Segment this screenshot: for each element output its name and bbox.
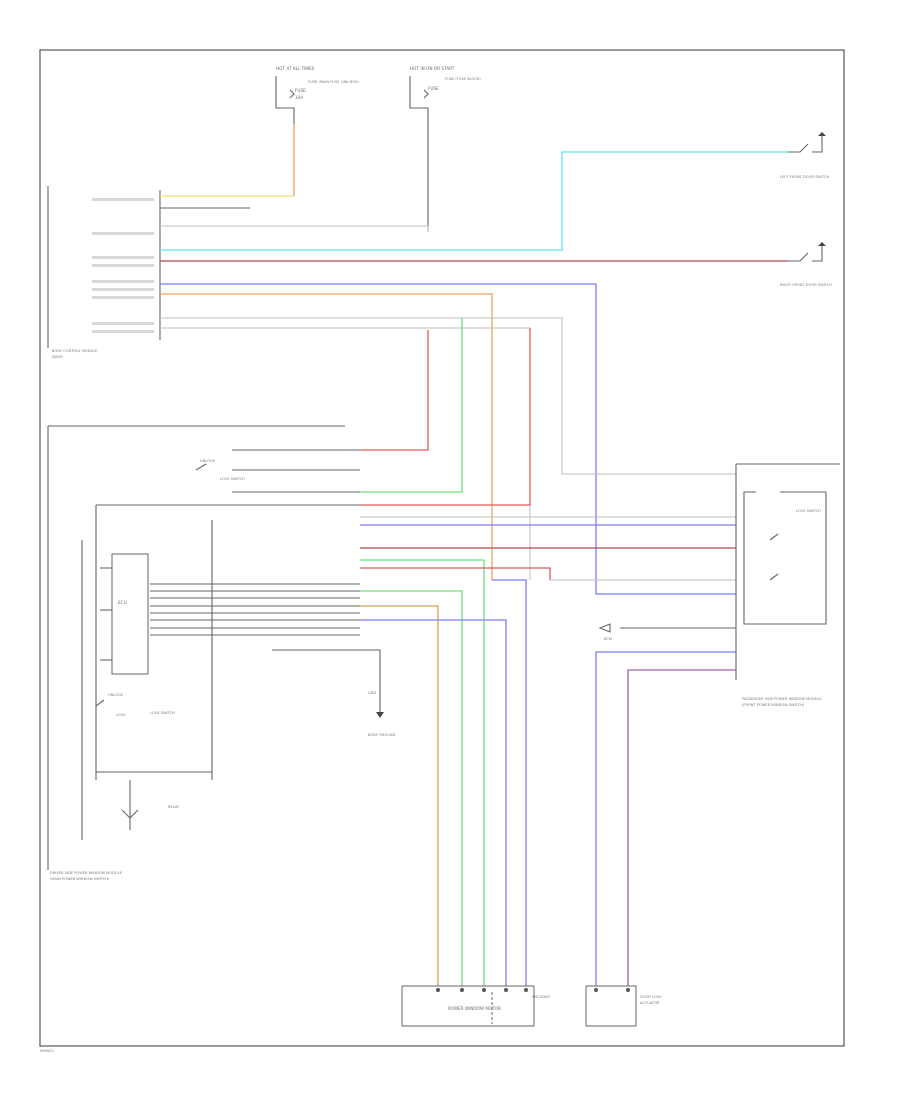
bcm-name: BODY CONTROL MODULE [52, 349, 98, 353]
door-switch-left-label: LEFT FRONT DOOR SWITCH [780, 175, 829, 179]
left-module-name: DRIVER SIDE POWER WINDOW MODULE [50, 871, 123, 875]
left-module: DRIVER SIDE POWER WINDOW MODULE (MAIN PO… [47, 425, 360, 881]
actuator-label-a: DOOR LOCK [640, 995, 662, 999]
door-switch-top: LEFT FRONT DOOR SWITCH [780, 132, 829, 179]
fuse-left-label: HOT AT ALL TIMES [276, 66, 315, 71]
lock-label: LOCK [116, 713, 126, 717]
ecu-box [111, 553, 149, 675]
wire-blue-motor-2 [492, 579, 527, 990]
fuse-left-fuse-label: FUSE [295, 88, 306, 93]
ground-body-label: BODY GROUND [368, 733, 396, 737]
lock-actuator: DOOR LOCK ACTUATOR [585, 985, 662, 1027]
ecu-label: ECU [118, 600, 127, 605]
wire-blue-motor-1 [360, 619, 507, 990]
window-motor: POWER WINDOW MOTOR [401, 985, 535, 1027]
fuse-left: HOT AT ALL TIMES FUSE 10A FUSE (MAIN FUS… [275, 66, 359, 124]
fuse-left-rating: 10A [295, 95, 303, 100]
corner-code: MWD01 [40, 1049, 54, 1053]
wire-orange-motor [360, 605, 439, 990]
wire-blue-long [160, 283, 736, 595]
wire-red-mid [360, 330, 429, 451]
lock-switch-right-label: LOCK SWITCH [150, 711, 175, 715]
right-module: LOCK SWITCH PASSENGER SIDE POWER WINDOW … [604, 463, 840, 707]
ecu-bundle [150, 583, 360, 636]
ground-label: GND [368, 691, 376, 695]
wire-violet-right [627, 669, 736, 990]
wire-cyan [160, 151, 788, 251]
lock-switch-left-label: LOCK SWITCH [220, 477, 245, 481]
right-module-sub: (FRONT POWER WINDOW SWITCH) [742, 703, 805, 707]
wire-red-2 [360, 328, 531, 506]
unlock-label-2: UNLOCK [108, 693, 124, 697]
ground-symbol: GND BODY GROUND [272, 649, 396, 737]
bcm-label: BCM [604, 637, 612, 641]
fuse-mid: HOT IN ON OR START FUSE FUSE (FUSE BLOCK… [409, 66, 481, 232]
right-lock-switch-label: LOCK SWITCH [796, 509, 821, 513]
wire-green-motor-1 [360, 590, 463, 990]
diagram-frame [39, 49, 845, 1047]
bcm-pin-rows [92, 198, 154, 333]
fuse-mid-fuse-label: FUSE [428, 86, 439, 91]
relay-label: RELAY [168, 805, 180, 809]
wire-blue-right [595, 651, 736, 990]
wire-green-1 [360, 318, 463, 493]
actuator-label-b: ACTUATOR [640, 1001, 660, 1005]
fuse-left-desc: FUSE (MAIN FUSE LINK BOX) [308, 80, 359, 84]
fuse-mid-desc: FUSE (FUSE BLOCK) [445, 77, 481, 81]
bcm-connector: BODY CONTROL MODULE (BCM) [47, 186, 161, 359]
right-module-name: PASSENGER SIDE POWER WINDOW MODULE [742, 697, 823, 701]
left-module-sub: (MAIN POWER WINDOW SWITCH) [50, 877, 110, 881]
bcm-sub: (BCM) [52, 355, 63, 359]
wire-orange [160, 293, 493, 580]
wire-red-motor [360, 567, 551, 580]
window-motor-label: POWER WINDOW MOTOR [448, 1006, 501, 1011]
door-switch-mid: RIGHT FRONT DOOR SWITCH [780, 242, 832, 287]
unlock-label: UNLOCK [200, 459, 216, 463]
wire-green-motor-2 [360, 559, 485, 990]
encoder-label: ENCODER [532, 995, 550, 999]
door-switch-right-label: RIGHT FRONT DOOR SWITCH [780, 283, 832, 287]
fuse-mid-label: HOT IN ON OR START [410, 66, 455, 71]
